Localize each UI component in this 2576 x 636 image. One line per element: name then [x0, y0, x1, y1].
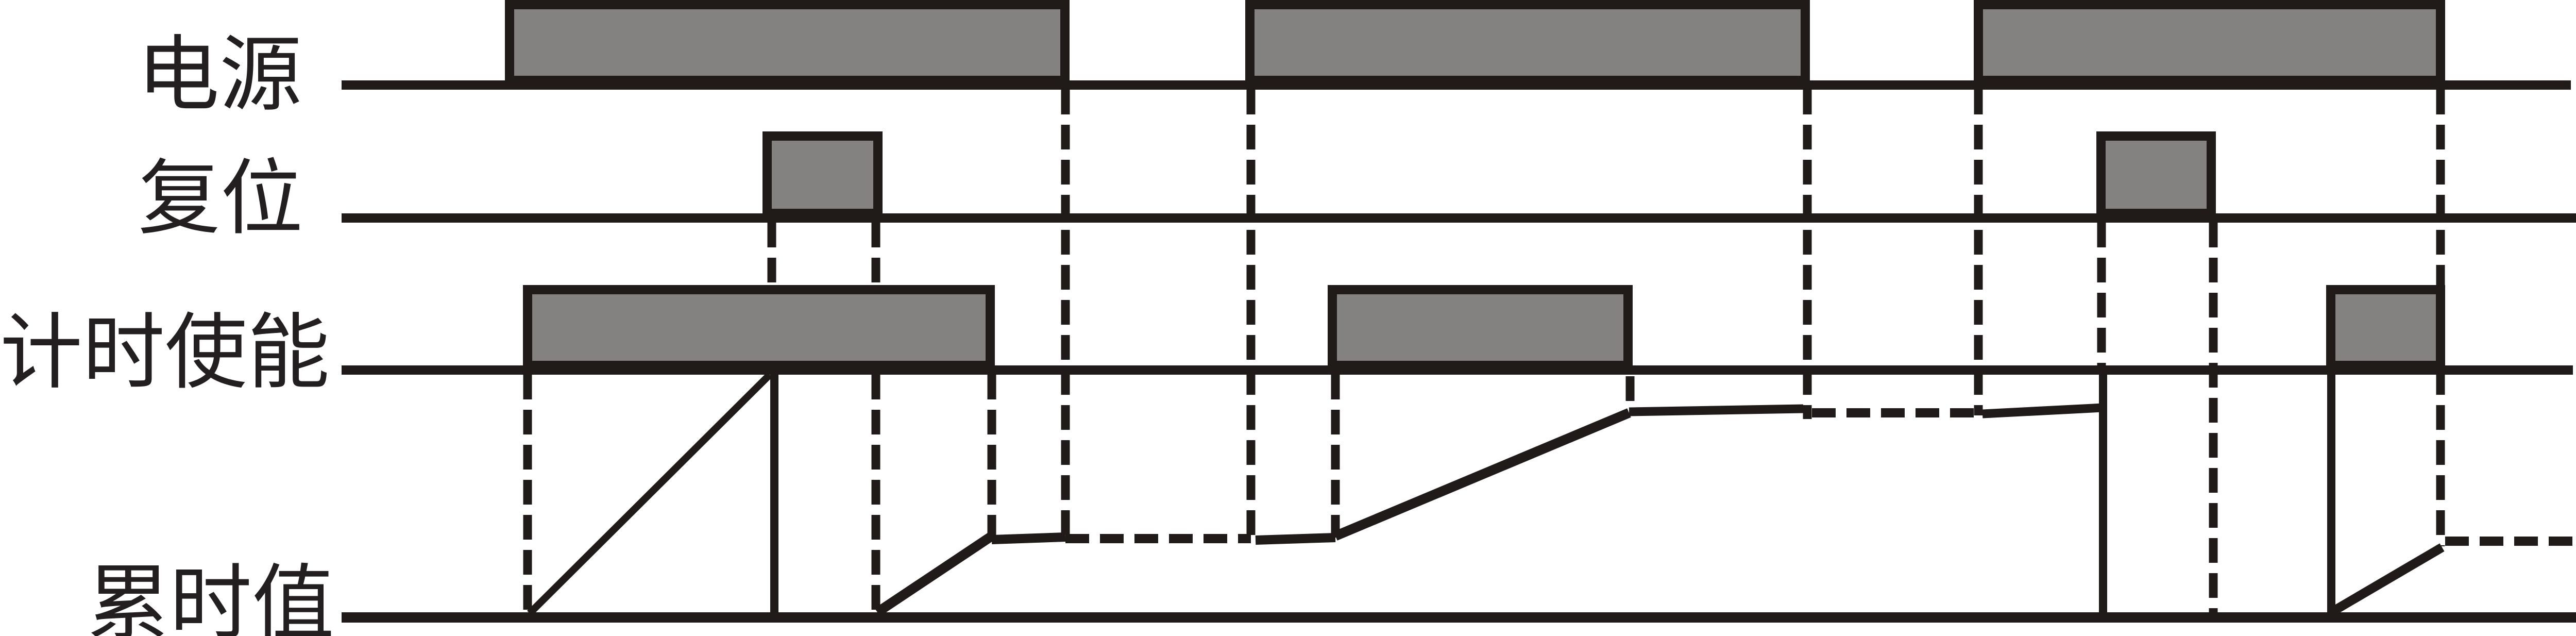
accumulated-trace-segment	[2329, 543, 2445, 616]
accumulated-trace-segment	[527, 372, 772, 616]
signal-labels: 电源 复位 计时使能 累时值	[0, 26, 334, 636]
accumulated-trace-segment	[1255, 533, 1336, 545]
timer-enable-high-pulse	[1328, 285, 1633, 370]
accumulated-trace-segment	[1333, 408, 1631, 541]
accumulated-trace-segment	[1982, 403, 2104, 419]
accumulated-trace-segment	[991, 532, 1066, 544]
label-power: 电源	[137, 26, 302, 123]
signal-pulses	[505, 0, 2445, 370]
timer-enable-high-pulse	[2326, 285, 2445, 370]
accumulated-time-trace	[527, 372, 2576, 616]
reset-high-pulse	[2096, 131, 2216, 218]
accumulated-trace-segment	[874, 532, 995, 616]
reset-high-pulse	[762, 131, 883, 218]
timer-enable-high-pulse	[523, 285, 995, 370]
signal-baselines	[342, 80, 2576, 623]
label-accumulated-time: 累时值	[87, 555, 334, 636]
label-timer-enable: 计时使能	[0, 304, 330, 400]
accumulated-trace-segment	[1629, 404, 1804, 416]
guide-lines	[523, 90, 2445, 617]
power-high-pulse	[505, 0, 1070, 85]
label-reset: 复位	[138, 150, 303, 246]
power-high-pulse	[1974, 0, 2445, 85]
power-high-pulse	[1245, 0, 1810, 85]
